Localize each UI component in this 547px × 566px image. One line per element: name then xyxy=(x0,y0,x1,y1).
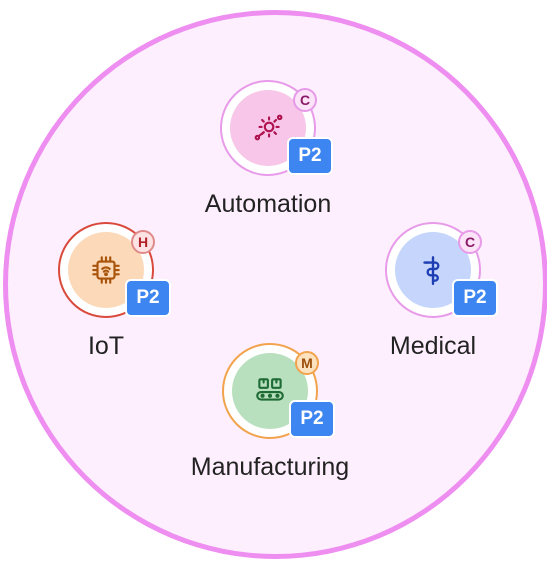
caduceus-icon xyxy=(423,256,440,285)
node-label: Automation xyxy=(204,190,332,218)
node-label: Manufacturing xyxy=(190,453,350,481)
conveyor-icon xyxy=(256,378,284,401)
chip-icon xyxy=(92,256,120,284)
priority-badge: P2 xyxy=(289,400,335,438)
node-label: IoT xyxy=(87,332,125,360)
level-badge: C xyxy=(293,88,317,112)
priority-badge: P2 xyxy=(287,137,333,175)
gear-network-icon xyxy=(254,114,283,141)
node-label: Medical xyxy=(389,332,477,360)
level-badge: H xyxy=(131,230,155,254)
priority-badge: P2 xyxy=(452,279,498,317)
level-badge: M xyxy=(295,351,319,375)
level-badge: C xyxy=(458,230,482,254)
priority-badge: P2 xyxy=(125,279,171,317)
